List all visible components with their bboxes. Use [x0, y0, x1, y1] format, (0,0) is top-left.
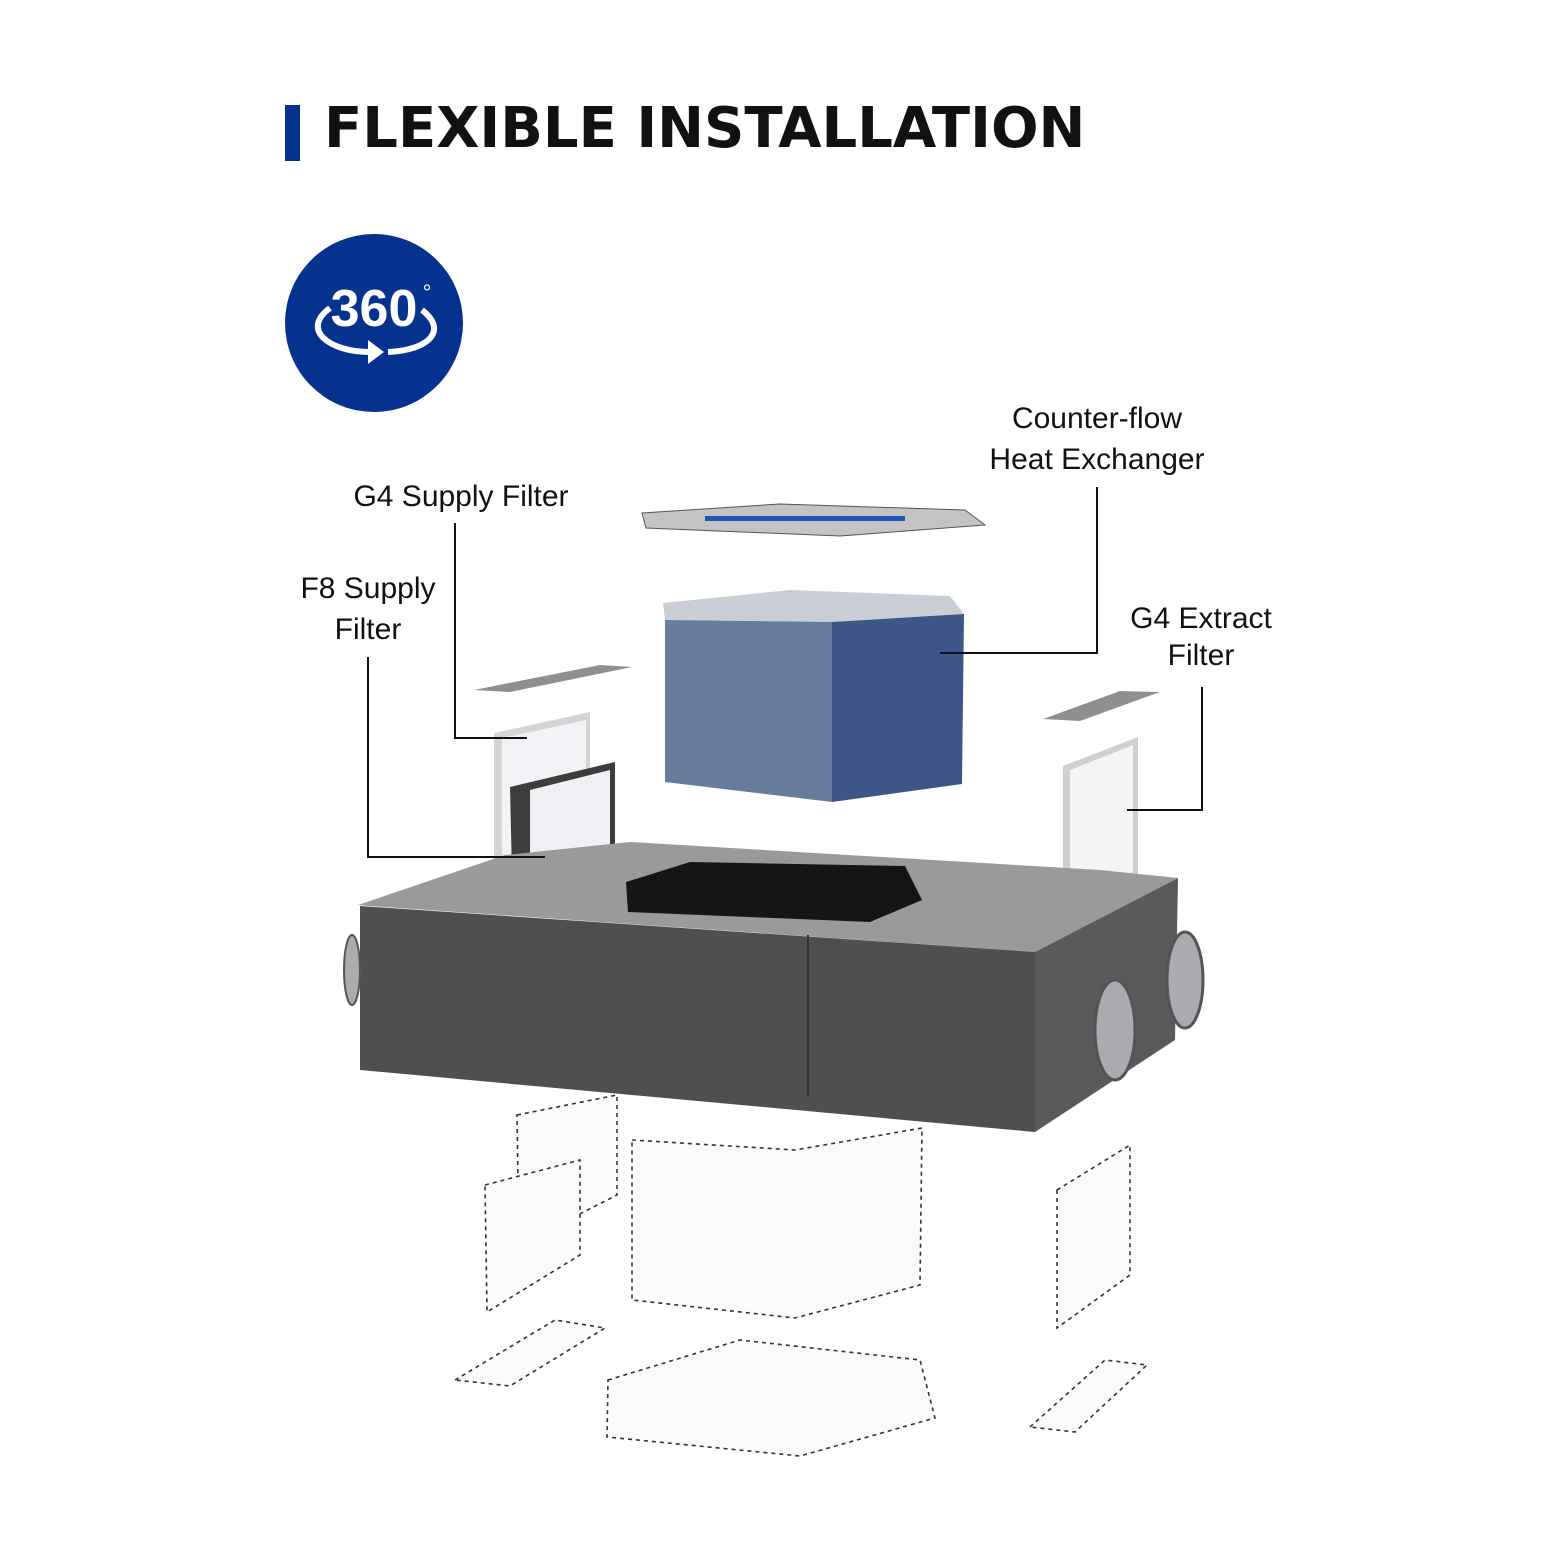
- leader-line-g4-supply: [454, 523, 527, 739]
- g4-extract-filter: [1063, 737, 1138, 905]
- duct-collar: [1093, 978, 1137, 1082]
- top-cover-plate: [641, 503, 987, 537]
- page-title: FLEXIBLE INSTALLATION: [324, 96, 1086, 161]
- label-heat-exchanger-line2: Heat Exchanger: [989, 443, 1204, 476]
- label-f8-supply-line1: F8 Supply: [300, 572, 435, 605]
- ventilation-unit-body: [343, 842, 1205, 1132]
- leader-line-g4-extract: [1127, 687, 1203, 811]
- badge-degree: °: [423, 280, 432, 305]
- extract-filter-cover: [1043, 691, 1160, 721]
- leader-line-f8-supply: [367, 657, 545, 858]
- leader-line-heat-exchanger: [940, 487, 1098, 654]
- rotate-360-icon: 360 °: [285, 234, 463, 412]
- duct-collar: [343, 934, 361, 1006]
- badge-text: 360: [331, 280, 418, 338]
- title-accent-bar: [285, 105, 300, 161]
- heat-exchanger-core: [663, 590, 964, 802]
- ghost-components: [452, 1094, 1149, 1457]
- label-g4-extract-line2: Filter: [1168, 639, 1235, 672]
- label-heat-exchanger-line1: Counter-flow: [1012, 402, 1182, 435]
- duct-collar: [1165, 930, 1205, 1030]
- label-g4-supply-filter: G4 Supply Filter: [353, 480, 568, 513]
- exchanger-cavity: [626, 862, 922, 922]
- supply-filter-cover: [474, 665, 632, 692]
- label-f8-supply-line2: Filter: [335, 613, 402, 646]
- label-g4-extract-line1: G4 Extract: [1130, 602, 1272, 635]
